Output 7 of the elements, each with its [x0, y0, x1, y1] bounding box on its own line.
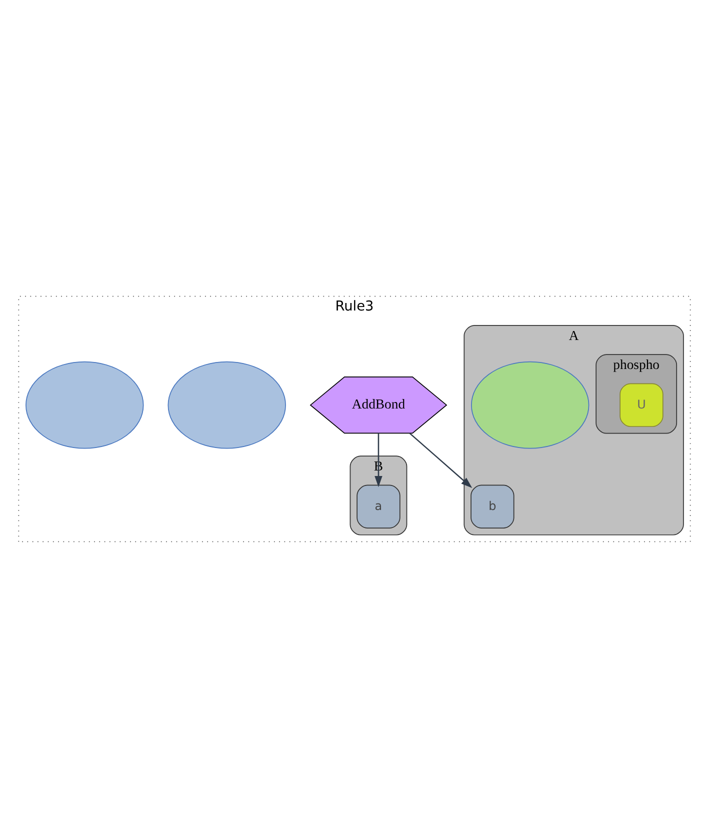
node-ellipse [471, 360, 590, 448]
node-box: a [356, 484, 400, 528]
node-box: b [470, 484, 514, 528]
node-ellipse [26, 360, 144, 448]
arrow [409, 432, 472, 488]
node-ellipse [168, 360, 286, 448]
node-box: U [620, 382, 664, 426]
